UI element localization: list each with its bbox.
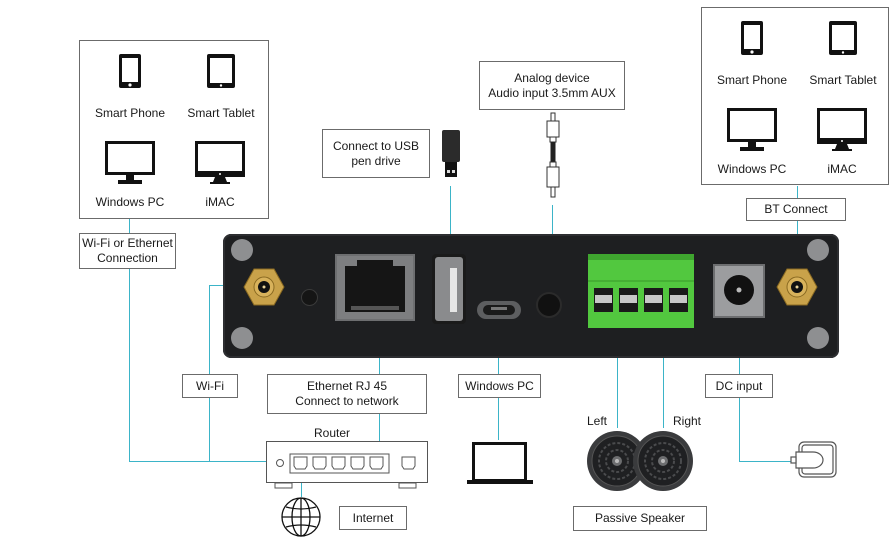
usb-a-port[interactable] — [432, 254, 466, 324]
line-speaker-right — [663, 315, 664, 428]
smartphone-icon — [741, 21, 763, 55]
tablet-icon — [829, 21, 857, 55]
tablet-icon — [207, 54, 235, 88]
speaker-terminal-block[interactable] — [588, 254, 694, 328]
power-adapter-icon — [790, 441, 837, 478]
line-usb — [450, 186, 451, 256]
line-windows-pc-to-laptop — [498, 398, 499, 440]
device-label: Smart Tablet — [187, 106, 255, 120]
globe-icon — [281, 497, 321, 537]
line-dc-down — [739, 397, 740, 462]
smartphone-icon — [119, 54, 141, 88]
rj45-port[interactable] — [335, 254, 415, 321]
usb-drive-icon — [442, 130, 460, 177]
wifi-label: Wi-Fi — [182, 374, 238, 398]
passive-speaker-label: Passive Speaker — [573, 506, 707, 531]
router-icon — [266, 441, 428, 489]
wifi-ethernet-connection-label: Wi-Fi or Ethernet Connection — [79, 233, 176, 269]
line-left-group-to-label — [129, 219, 130, 233]
monitor-icon — [105, 141, 155, 184]
aux-cable-icon — [546, 112, 560, 198]
line-ethernet-down — [379, 412, 380, 456]
router-label: Router — [314, 426, 351, 440]
bt-antenna-connector[interactable] — [776, 268, 818, 306]
screw-icon — [807, 327, 829, 349]
ethernet-rj45-label: Ethernet RJ 45 Connect to network — [267, 374, 427, 414]
dc-power-jack[interactable] — [713, 264, 765, 318]
device-label: Smart Phone — [94, 106, 166, 120]
aux-jack[interactable] — [536, 292, 562, 318]
line-left-label-to-router — [129, 268, 130, 462]
device-label: iMAC — [205, 195, 235, 209]
screw-icon — [231, 239, 253, 261]
device-label: Smart Tablet — [809, 73, 877, 87]
bt-connect-label: BT Connect — [746, 198, 846, 221]
windows-pc-label: Windows PC — [458, 374, 541, 398]
internet-label: Internet — [339, 506, 407, 530]
line-router-to-globe — [301, 471, 302, 497]
imac-icon — [195, 141, 245, 184]
speaker-right-label: Right — [673, 414, 702, 428]
line-speaker-left — [617, 315, 618, 428]
micro-usb-port[interactable] — [477, 301, 521, 319]
screw-icon — [231, 327, 253, 349]
left-device-group: Smart Phone Smart Tablet Windows PC iMAC — [79, 40, 269, 219]
wifi-antenna-connector[interactable] — [243, 268, 285, 306]
monitor-icon — [727, 108, 777, 151]
line-wifi-vertical — [209, 285, 210, 462]
device-rear-panel — [223, 234, 839, 358]
imac-icon — [817, 108, 867, 151]
line-dc-to-adapter — [739, 461, 791, 462]
speaker-left-icon — [587, 431, 647, 491]
indicator-hole — [301, 289, 318, 306]
dc-input-label: DC input — [705, 374, 773, 398]
aux-analog-device-label: Analog device Audio input 3.5mm AUX — [479, 61, 625, 110]
usb-pen-drive-label: Connect to USB pen drive — [322, 129, 430, 178]
device-label: Windows PC — [95, 195, 165, 209]
speaker-left-label: Left — [587, 414, 608, 428]
speaker-right-icon — [633, 431, 693, 491]
screw-icon — [807, 239, 829, 261]
line-router-bottom — [129, 461, 267, 462]
device-label: iMAC — [827, 162, 857, 176]
laptop-icon — [467, 442, 533, 484]
right-device-group: Smart Phone Smart Tablet Windows PC iMAC — [701, 7, 889, 185]
device-label: Smart Phone — [716, 73, 788, 87]
line-right-group-to-label — [797, 186, 798, 198]
device-label: Windows PC — [717, 162, 787, 176]
